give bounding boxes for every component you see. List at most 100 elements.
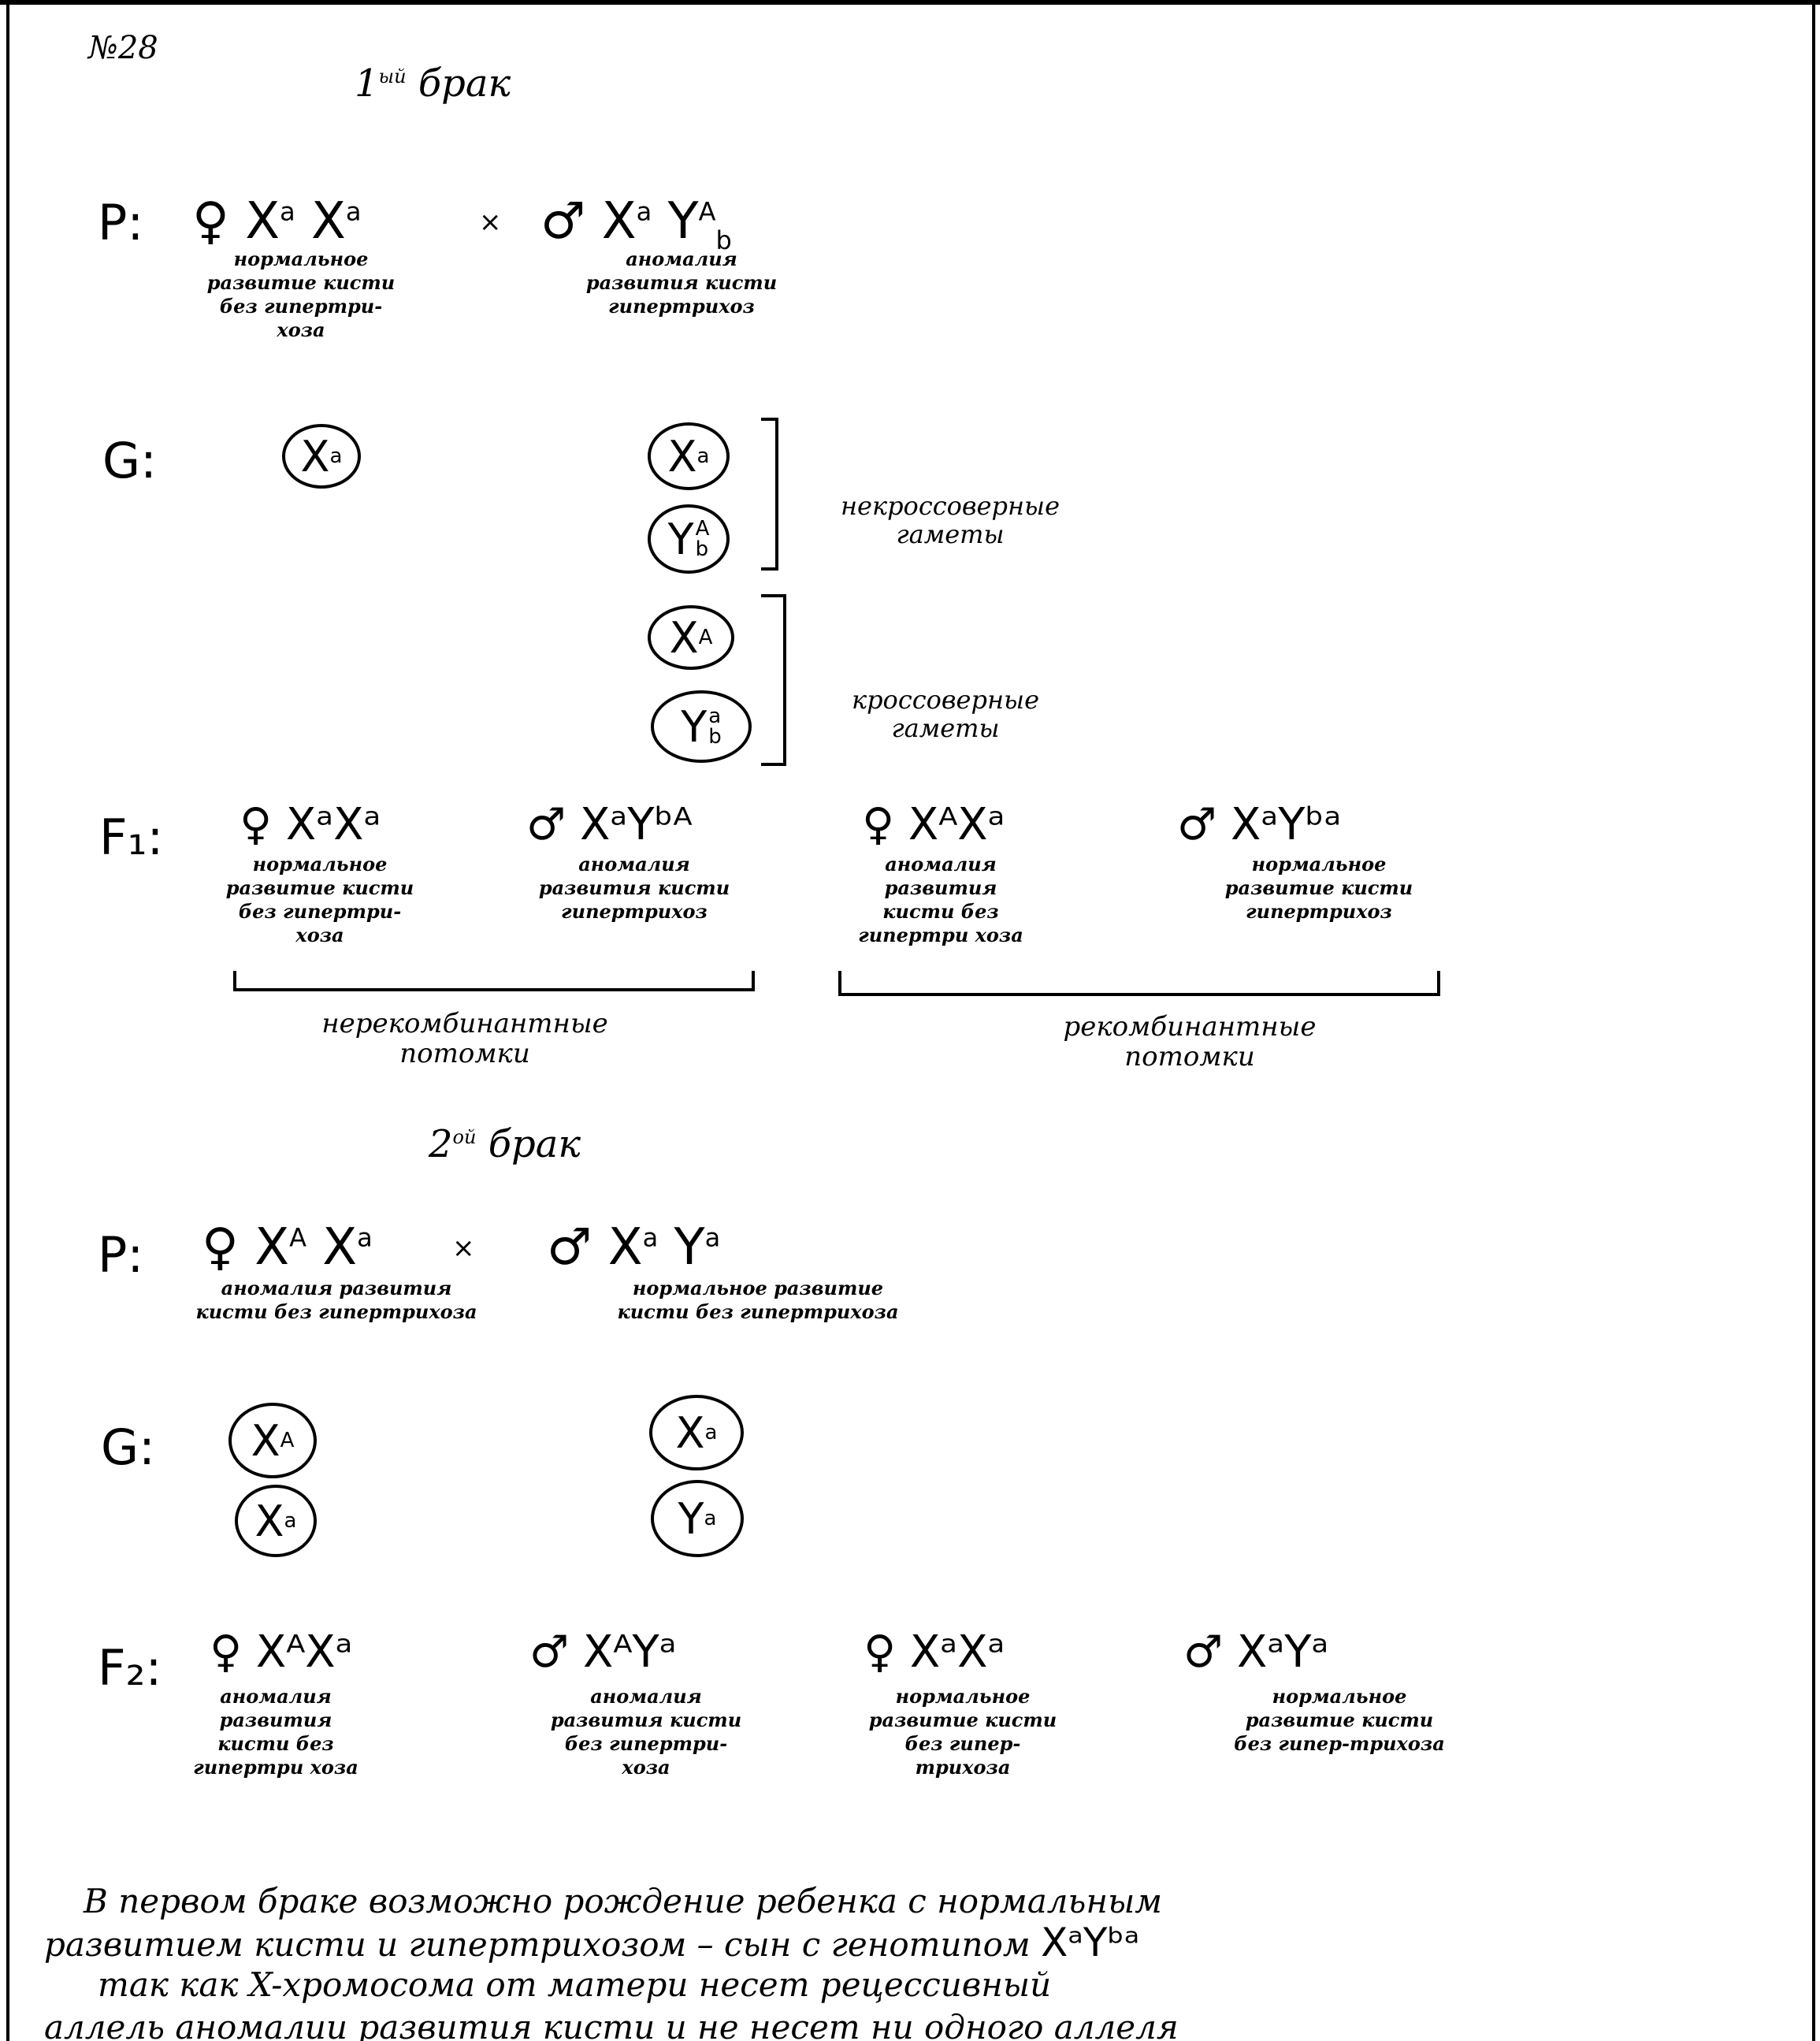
conclusion-line-1: В первом браке возможно рождение ребенка…	[84, 1882, 1163, 1920]
heading-suffix: ый	[378, 65, 407, 87]
chromosome: X	[669, 612, 699, 663]
f1-offspring-4-genotype: ♂ XᵃYᵇᵃ	[1177, 799, 1341, 850]
allele: a	[284, 1509, 297, 1533]
sex-symbol: ♂	[1183, 1626, 1224, 1678]
allele: A	[695, 517, 710, 541]
sex-symbol: ♂	[529, 1626, 570, 1678]
f2-offspring-2-genotype: ♂ XᴬYᵃ	[529, 1626, 677, 1678]
label-f2: F₂:	[98, 1639, 162, 1697]
f2-offspring-4-genotype: ♂ XᵃYᵃ	[1183, 1626, 1328, 1678]
f1-offspring-3-phenotype: аномалия развития кисти без гипертри хоз…	[858, 853, 1023, 946]
second-marriage-heading: 2ой брак	[429, 1122, 581, 1166]
f2-offspring-1-phenotype: аномалия развития кисти без гипертри хоз…	[193, 1685, 358, 1779]
f1-offspring-2-genotype: ♂ XᵃYᵇᴬ	[526, 799, 693, 850]
noncrossover-label: некроссоверные гаметы	[840, 491, 1060, 549]
label-g1: G:	[102, 432, 157, 489]
sex-symbol: ♀	[210, 1626, 243, 1678]
father-phenotype: аномалия развития кисти гипертрихоз	[585, 247, 778, 318]
sex-symbol: ♂	[1177, 799, 1217, 850]
f1-offspring-4-phenotype: нормальное развитие кисти гипертрихоз	[1224, 853, 1413, 923]
allele: b	[715, 225, 732, 255]
top-rule	[0, 0, 1820, 5]
father-phenotype-2: нормальное развитие кисти без гипертрихо…	[617, 1277, 899, 1323]
allele: a	[329, 444, 343, 468]
label-p1: P:	[98, 194, 144, 251]
female-symbol: ♀	[192, 192, 229, 251]
allele: a	[704, 1507, 717, 1530]
sex-symbol: ♀	[862, 799, 895, 850]
heading-word: брак	[488, 1122, 581, 1166]
sex-symbol: ♀	[240, 799, 273, 850]
genotype: XᵃYᵇᵃ	[1231, 799, 1342, 850]
heading-number: 2	[429, 1122, 453, 1166]
f2-offspring-2-phenotype: аномалия развития кисти без гипертри-хоз…	[550, 1685, 742, 1779]
sex-symbol: ♂	[526, 799, 566, 850]
mother-phenotype: нормальное развитие кисти без гипертри-х…	[206, 247, 396, 341]
chromosome: X	[300, 431, 330, 481]
allele: a	[696, 444, 710, 468]
chromosome: X	[311, 192, 346, 251]
chromosome: Y	[667, 514, 694, 564]
chromosome: X	[601, 192, 637, 251]
allele: a	[345, 196, 362, 227]
genotype: XᴬXᵃ	[908, 799, 1005, 850]
label-f1: F₁:	[99, 809, 164, 866]
genotype: XᵃYᵇᴬ	[580, 799, 693, 850]
allele: a	[708, 704, 722, 728]
cross-symbol-2: ×	[452, 1232, 475, 1264]
f1-offspring-1-phenotype: нормальное развитие кисти без гипертри-х…	[225, 853, 414, 946]
chromosome: X	[254, 1496, 284, 1546]
crossover-label: кроссоверные гаметы	[851, 685, 1040, 743]
f1-offspring-1-genotype: ♀ XᵃXᵃ	[240, 799, 381, 850]
mother-phenotype-2: аномалия развития кисти без гипертрихоза	[195, 1277, 477, 1323]
genotype: XᴬXᵃ	[255, 1626, 353, 1678]
sex-symbol: ♀	[864, 1626, 897, 1678]
female-symbol: ♀	[202, 1218, 239, 1277]
allele: A	[698, 626, 713, 649]
genotype: XᵃXᵃ	[909, 1626, 1005, 1678]
recombinant-brace	[838, 971, 1440, 996]
label-g2: G:	[101, 1418, 155, 1476]
conclusion-genotype: XᵃYᵇᵃ	[1041, 1920, 1140, 1965]
chromosome: X	[607, 1218, 643, 1277]
allele: a	[280, 196, 295, 227]
conclusion-line-2: развитием кисти и гипертрихозом – сын с …	[44, 1916, 1139, 1971]
noncrossover-bracket	[761, 418, 778, 571]
problem-number: №28	[88, 30, 158, 66]
conclusion-text: развитием кисти и гипертрихозом – сын с …	[44, 1925, 1031, 1964]
chromosome: Y	[678, 1493, 704, 1544]
chromosome: Y	[681, 701, 708, 752]
genotype: XᵃXᵃ	[285, 799, 381, 850]
father-genotype-2: ♂ Xa Ya	[547, 1218, 720, 1277]
heading-suffix: ой	[452, 1126, 477, 1148]
male-symbol: ♂	[540, 192, 586, 251]
first-marriage-heading: 1ый брак	[355, 61, 511, 106]
chromosome: X	[667, 431, 697, 481]
f2-offspring-1-genotype: ♀ XᴬXᵃ	[210, 1626, 353, 1678]
conclusion-line-3: так как X-хромосома от матери несет реце…	[98, 1965, 1052, 2004]
conclusion-line-4: аллель аномалии развития кисти и не несе…	[44, 2008, 1179, 2041]
mother-genotype: ♀ Xa Xa	[192, 192, 361, 251]
page-frame	[6, 5, 1815, 2041]
label-p2: P:	[98, 1226, 144, 1284]
allele: b	[695, 537, 709, 561]
allele: A	[698, 196, 716, 227]
allele: A	[289, 1222, 306, 1253]
allele: A	[280, 1429, 295, 1452]
chromosome: X	[675, 1407, 705, 1458]
heading-word: брак	[418, 61, 511, 106]
f1-offspring-3-genotype: ♀ XᴬXᵃ	[862, 799, 1005, 850]
allele: a	[642, 1222, 659, 1253]
chromosome: X	[251, 1415, 280, 1466]
chromosome: X	[245, 192, 280, 251]
allele: a	[357, 1222, 373, 1253]
